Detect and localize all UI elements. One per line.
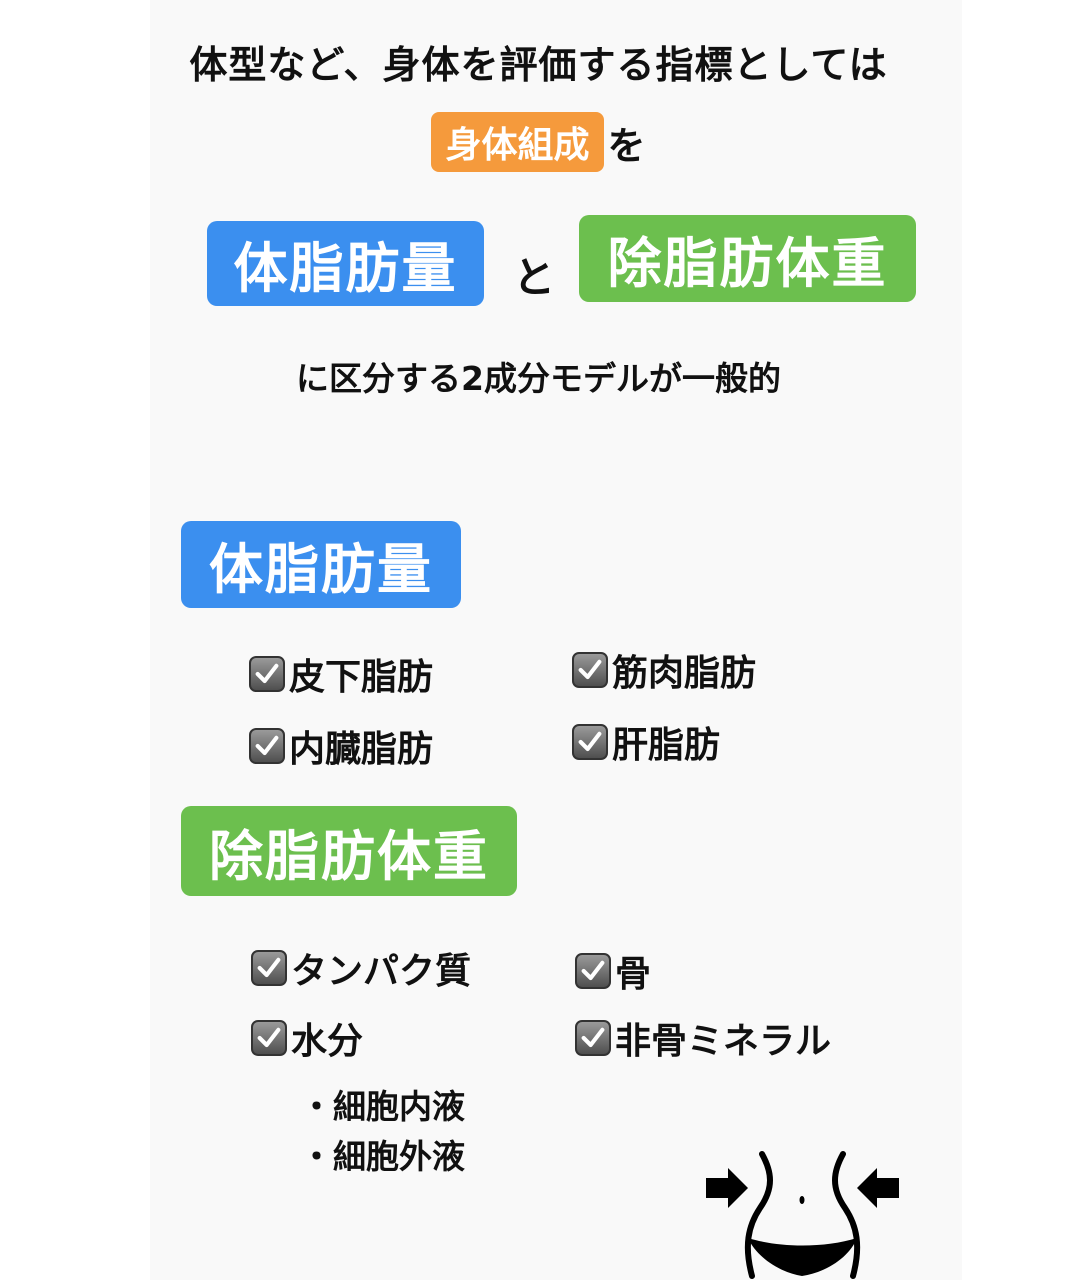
water-sub-extracellular: ・細胞外液 [300,1137,465,1176]
waist-squeeze-icon [706,1151,899,1279]
checkbox-checked-icon [572,724,608,760]
checklist-item-protein: タンパク質 [251,942,471,994]
lean-mass-pill: 除脂肪体重 [579,215,916,302]
checklist-item-water: 水分 [251,1012,363,1064]
checklist-item-subcutaneous-fat: 皮下脂肪 [249,648,433,700]
body-composition-tag: 身体組成 [431,112,604,172]
checkbox-checked-icon [249,728,285,764]
checklist-label: 皮下脂肪 [289,657,434,698]
checkbox-checked-icon [251,950,287,986]
checklist-label: 内臓脂肪 [289,729,434,770]
checklist-label: 非骨ミネラル [615,1021,832,1062]
fat-mass-pill: 体脂肪量 [207,221,484,306]
checklist-label: 水分 [291,1021,364,1062]
checklist-label: 肝脂肪 [612,725,721,766]
headline: 体型など、身体を評価する指標としては [189,43,888,87]
checkbox-checked-icon [575,1020,611,1056]
checkbox-checked-icon [572,652,608,688]
content-panel [150,0,962,1280]
checkbox-checked-icon [251,1020,287,1056]
checkbox-checked-icon [249,656,285,692]
body-composition-line: 身体組成 を [0,112,1077,172]
checklist-item-liver-fat: 肝脂肪 [572,716,720,768]
water-sub-intracellular: ・細胞内液 [300,1087,465,1126]
checklist-label: 骨 [615,954,652,995]
two-component-model-text: に区分する2成分モデルが一般的 [296,359,781,398]
checklist-label: 筋肉脂肪 [612,653,757,694]
checkbox-checked-icon [575,953,611,989]
lean-section-title: 除脂肪体重 [181,806,517,896]
checklist-item-visceral-fat: 内臓脂肪 [249,720,433,772]
fat-section-title: 体脂肪量 [181,521,461,608]
checklist-label: タンパク質 [291,951,472,992]
and-conjunction: と [513,253,556,302]
checklist-item-muscle-fat: 筋肉脂肪 [572,644,756,696]
checklist-item-bone: 骨 [575,945,651,997]
checklist-item-non-bone-mineral: 非骨ミネラル [575,1012,831,1064]
particle-wo: を [607,123,646,168]
